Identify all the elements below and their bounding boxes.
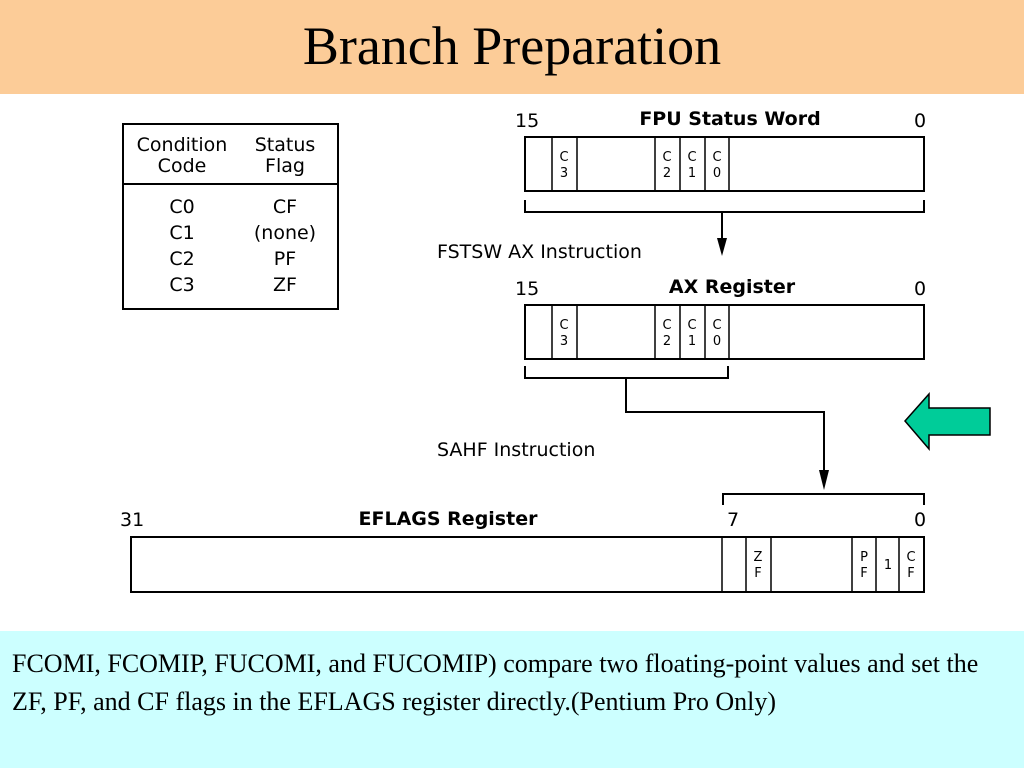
fpu-cell-c3-bottom: 3 <box>560 166 568 181</box>
down-arrow-icon <box>717 238 727 256</box>
fpu-cell-c1-top: C <box>687 150 696 165</box>
eflags-cell-reserved: 1 <box>884 558 892 573</box>
branch-diagram: Condition Code Status Flag C0 CF C1 (non… <box>120 108 991 593</box>
fpu-cell-c3-top: C <box>559 150 568 165</box>
ax-title: AX Register <box>669 276 796 298</box>
eflags-bit-31-label: 31 <box>120 509 144 531</box>
sahf-instruction-label: SAHF Instruction <box>437 439 595 461</box>
slide-title: Branch Preparation <box>302 16 722 76</box>
eflags-cell-cf-bottom: F <box>907 566 914 581</box>
fpu-bit-15-label: 15 <box>515 110 539 132</box>
table-cell-flag: (none) <box>254 222 316 244</box>
ax-cell-c3-top: C <box>559 318 568 333</box>
fpu-bit-0-label: 0 <box>914 110 926 132</box>
table-cell-code: C2 <box>169 248 194 270</box>
table-cell-code: C3 <box>169 274 194 296</box>
eflags-cell-zf-bottom: F <box>754 566 761 581</box>
eflags-cell-zf-top: Z <box>754 550 763 565</box>
ax-register: 15 AX Register 0 C 3 C 2 C 1 C 0 <box>515 276 926 490</box>
fpu-cell-c2-bottom: 2 <box>663 166 671 181</box>
ax-cell-c1-top: C <box>687 318 696 333</box>
footer-panel <box>0 631 1024 768</box>
eflags-cell-pf-top: P <box>860 550 868 565</box>
table-cell-flag: ZF <box>273 274 297 296</box>
fstsw-instruction-label: FSTSW AX Instruction <box>437 241 642 263</box>
fpu-cell-c0-top: C <box>712 150 721 165</box>
table-cell-flag: PF <box>274 248 296 270</box>
table-header-condition-2: Code <box>158 155 207 177</box>
ax-bit-15-label: 15 <box>515 278 539 300</box>
ax-cell-c0-top: C <box>712 318 721 333</box>
left-arrow-icon <box>904 392 991 452</box>
ax-cell-c0-bottom: 0 <box>713 334 721 349</box>
fpu-cell-c1-bottom: 1 <box>688 166 696 181</box>
footer-text: FCOMI, FCOMIP, FUCOMI, and FUCOMIP) comp… <box>12 649 979 716</box>
ax-cell-c2-top: C <box>662 318 671 333</box>
condition-flag-table: Condition Code Status Flag C0 CF C1 (non… <box>122 123 339 310</box>
table-cell-flag: CF <box>273 196 297 218</box>
fpu-status-word: 15 FPU Status Word 0 C 3 C 2 C 1 C 0 <box>515 108 926 256</box>
table-header-status-2: Flag <box>265 155 305 177</box>
eflags-cell-pf-bottom: F <box>860 566 867 581</box>
table-header-condition-1: Condition <box>137 134 228 156</box>
ax-bit-0-label: 0 <box>914 278 926 300</box>
fpu-cell-c2-top: C <box>662 150 671 165</box>
eflags-bit-7-label: 7 <box>727 509 739 531</box>
ax-cell-c1-bottom: 1 <box>688 334 696 349</box>
ax-cell-c2-bottom: 2 <box>663 334 671 349</box>
fpu-cell-c0-bottom: 0 <box>713 166 721 181</box>
table-cell-code: C0 <box>169 196 194 218</box>
eflags-register: 31 EFLAGS Register 7 0 Z F P F 1 C F <box>120 493 926 593</box>
eflags-title: EFLAGS Register <box>359 508 539 530</box>
title-bar <box>0 0 1024 94</box>
fpu-title: FPU Status Word <box>639 108 820 130</box>
eflags-bit-0-label: 0 <box>914 509 926 531</box>
table-cell-code: C1 <box>169 222 194 244</box>
table-header-status-1: Status <box>255 134 316 156</box>
ax-cell-c3-bottom: 3 <box>560 334 568 349</box>
eflags-cell-cf-top: C <box>906 550 915 565</box>
down-arrow-icon <box>819 470 829 490</box>
